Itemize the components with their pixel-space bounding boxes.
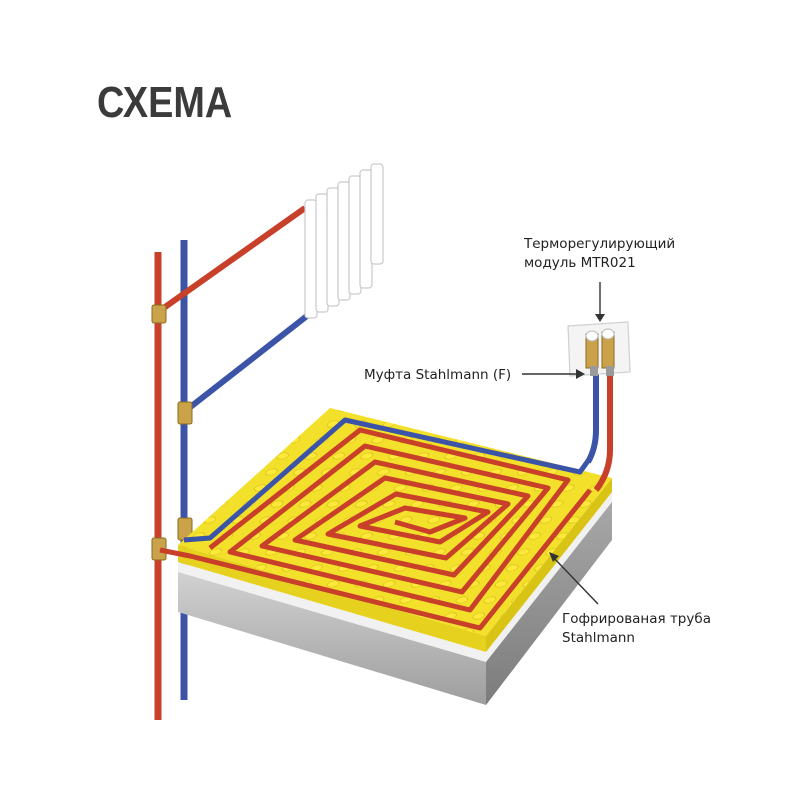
module-pipes	[585, 372, 613, 492]
heating-coil	[159, 417, 593, 631]
radiator-supply-pipe	[156, 205, 307, 315]
callouts	[522, 282, 605, 605]
radiator	[304, 163, 384, 319]
pipe-label: Гофрированая труба Stahlmann	[562, 610, 711, 648]
module-supply-pipe	[593, 372, 613, 492]
risers	[154, 240, 188, 720]
return-coil-outer	[183, 417, 593, 543]
page-title: СХЕМА	[97, 78, 233, 127]
radiator-return-pipe	[182, 309, 314, 415]
coupling-label: Муфта Stahlmann (F)	[364, 367, 512, 383]
pipe-arrow-head	[549, 552, 559, 562]
fitting	[151, 304, 167, 324]
module-label-line1: Терморегулирующий	[524, 236, 676, 252]
supply-coil	[159, 427, 592, 631]
coupling-arrow-head	[576, 369, 585, 379]
module-label-line2: модуль MTR021	[524, 255, 636, 271]
concrete-front	[178, 570, 486, 705]
riser-fittings	[151, 304, 193, 561]
pipe-label-line2: Stahlmann	[562, 630, 635, 646]
insulation-white-layer	[178, 492, 612, 662]
pipe-label-line1: Гофрированая труба	[562, 611, 711, 627]
fitting	[177, 401, 193, 425]
radiator-connections	[156, 205, 314, 415]
yellow-board-side-right	[486, 478, 612, 652]
thermostatic-module	[567, 321, 631, 377]
module-return-pipe	[585, 372, 599, 464]
module-label: Терморегулирующий модуль MTR021	[524, 235, 675, 273]
concrete-side	[486, 500, 612, 705]
pipe-arrow-line	[551, 555, 599, 605]
module-arrow-head	[595, 314, 605, 322]
